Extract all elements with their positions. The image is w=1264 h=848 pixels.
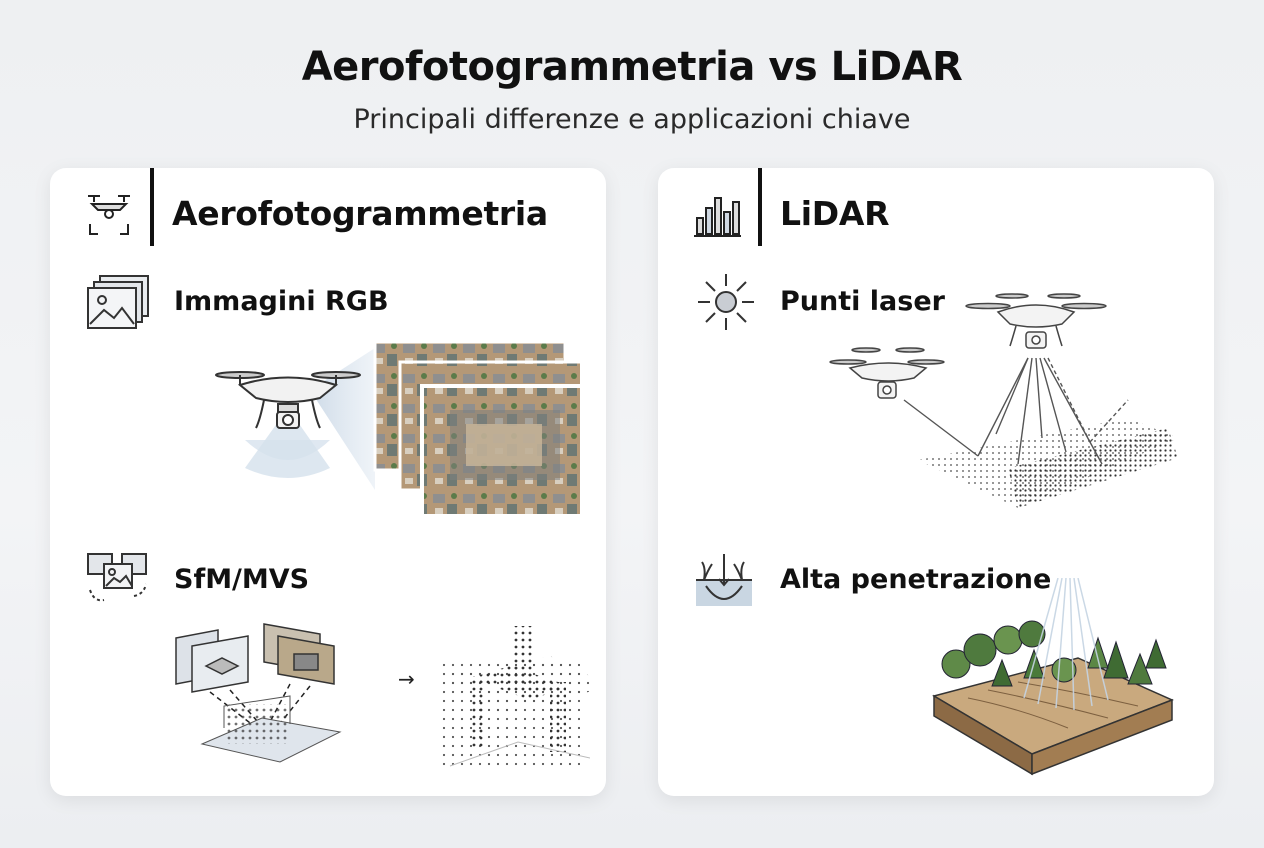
- lidar-card: LiDAR Punti laser: [658, 168, 1214, 796]
- image-stack-icon: [86, 272, 152, 332]
- card-title: Aerofotogrammetria: [172, 194, 548, 233]
- header-divider: [758, 168, 762, 246]
- sun-burst-icon: [694, 272, 760, 332]
- photogrammetry-card: Aerofotogrammetria Immagini RGB: [50, 168, 606, 796]
- drone-rgb-illustration: [160, 340, 580, 520]
- drone-camera-icon: [84, 190, 134, 240]
- feature-label-rgb: Immagini RGB: [174, 286, 389, 317]
- sfm-point-cloud-illustration: →: [170, 616, 590, 776]
- feature-label-sfm: SfM/MVS: [174, 564, 310, 595]
- svg-text:→: →: [398, 667, 415, 691]
- card-title: LiDAR: [780, 194, 890, 233]
- image-matching-icon: [86, 550, 152, 610]
- ground-penetration-icon: [694, 550, 760, 610]
- forest-terrain-illustration: [928, 578, 1178, 778]
- page-title: Aerofotogrammetria vs LiDAR: [301, 44, 963, 90]
- lidar-scan-illustration: [828, 288, 1188, 528]
- page-subtitle: Principali differenze e applicazioni chi…: [353, 104, 911, 135]
- feature-label-laser: Punti laser: [780, 286, 945, 317]
- feature-label-penetration: Alta penetrazione: [780, 564, 1052, 595]
- bar-chart-icon: [692, 190, 742, 240]
- header-divider: [150, 168, 154, 246]
